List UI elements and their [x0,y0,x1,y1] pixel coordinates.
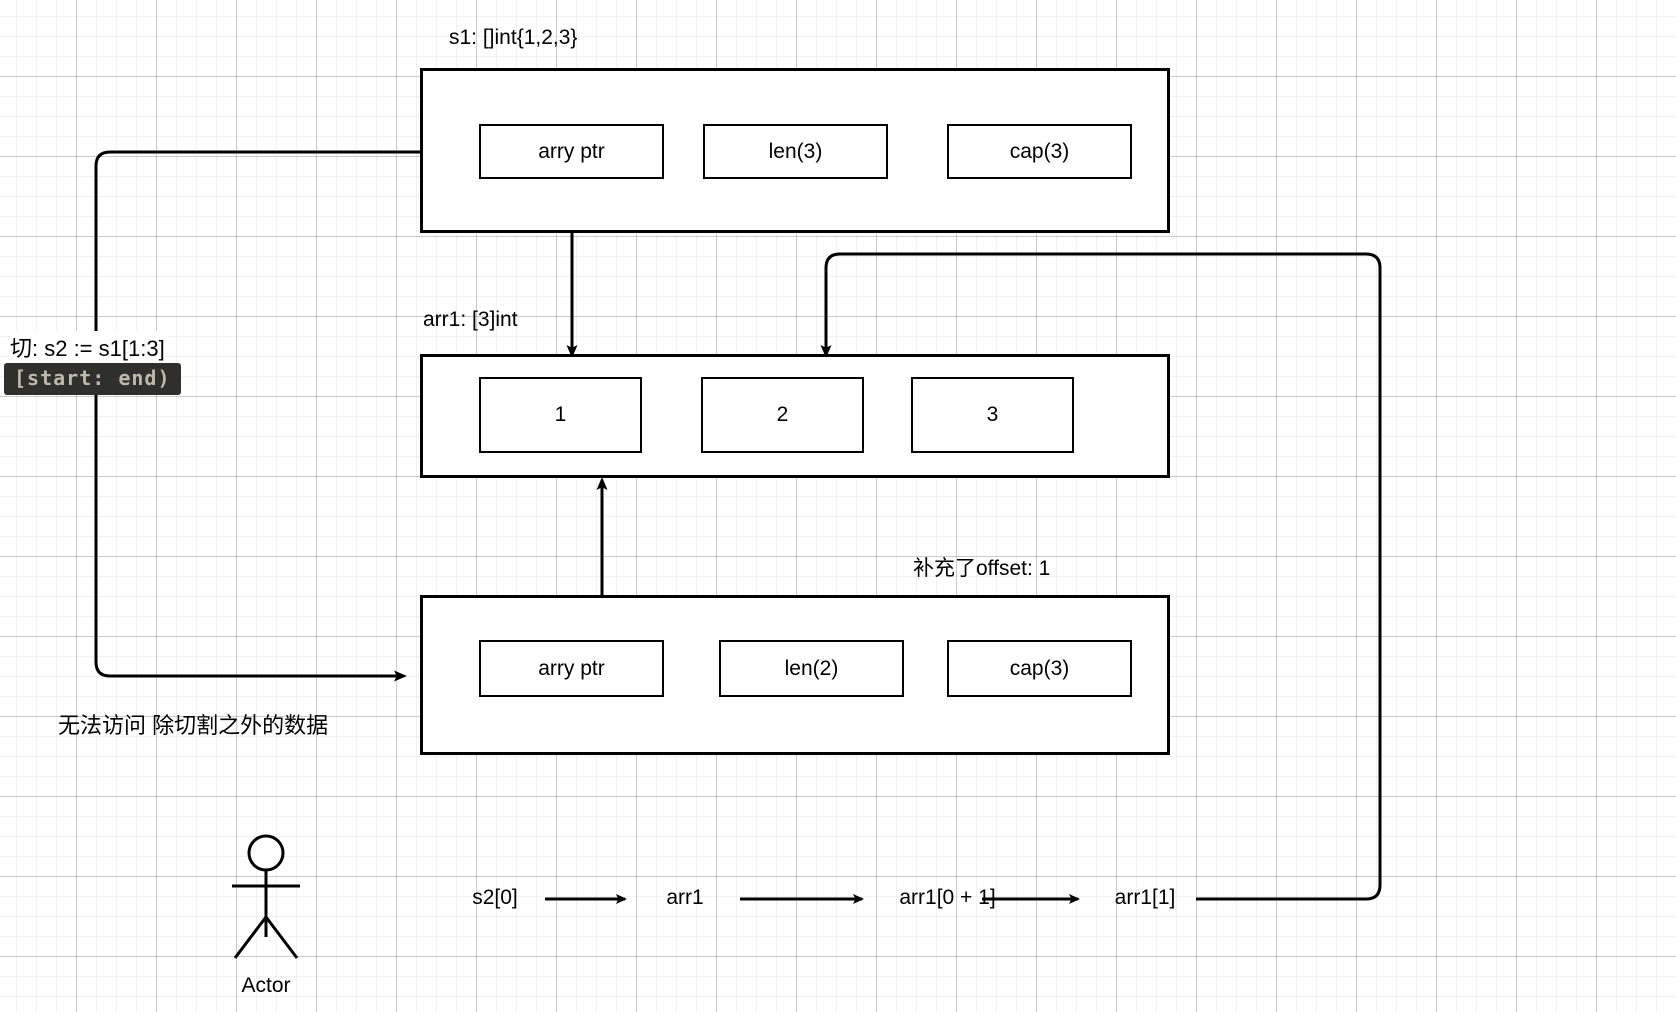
slice-s1-caption: s1: []int{1,2,3} [449,26,578,49]
slice-expression-note: 切: s2 := s1[1:3] [10,331,165,363]
array-arr1-cell-1[interactable]: 2 [701,377,864,453]
slice-s1-field-arry-ptr[interactable]: arry ptr [479,124,664,179]
flow-step-arr1: arr1 [666,886,704,909]
slice-s2-caption: 补充了offset: 1 [913,557,1051,580]
no-access-note: 无法访问 除切割之外的数据 [58,713,329,738]
flow-step-s2-0: s2[0] [472,886,518,909]
array-arr1-caption: arr1: [3]int [423,308,518,331]
slice-s1-field-cap[interactable]: cap(3) [947,124,1132,179]
flow-step-arr1-0-plus-1: arr1[0 + 1] [899,886,996,909]
slice-s1-field-len[interactable]: len(3) [703,124,888,179]
connector-arr1idx1-to-cell2 [820,252,1382,901]
actor-label: Actor [241,974,291,997]
flow-step-arr1-1: arr1[1] [1114,886,1176,909]
array-arr1-cell-2[interactable]: 3 [911,377,1074,453]
slice-s2-field-cap[interactable]: cap(3) [947,640,1132,697]
array-arr1-cell-0[interactable]: 1 [479,377,642,453]
connector-s1-to-s2 [94,150,420,682]
actor-stick-figure-icon [232,834,300,959]
slice-s2-field-len[interactable]: len(2) [719,640,904,697]
code-chip-start-end: [start: end) [4,363,181,395]
slice-s2-field-arry-ptr[interactable]: arry ptr [479,640,664,697]
